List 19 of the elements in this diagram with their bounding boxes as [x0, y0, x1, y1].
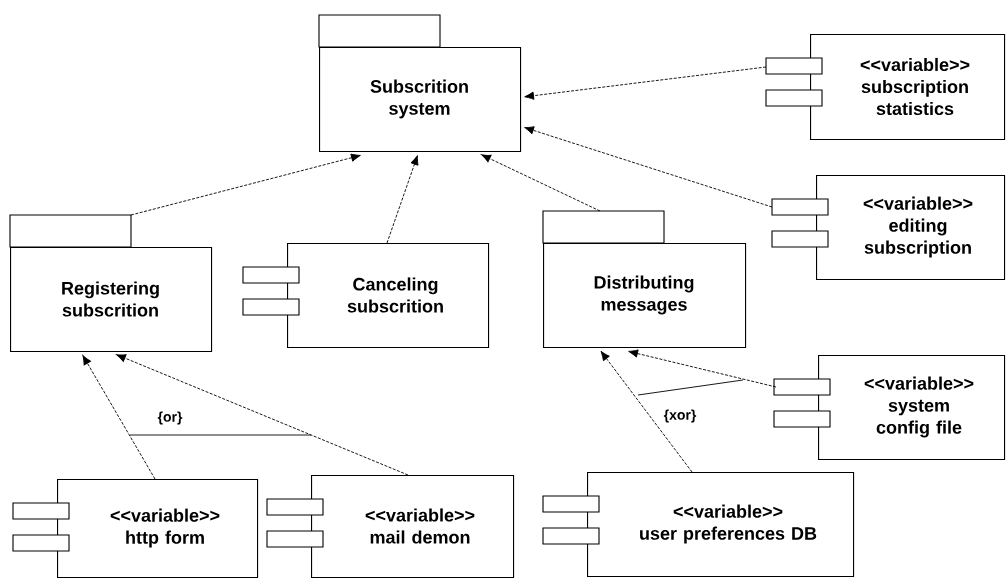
component-box: <<variable>> subscription statistics — [765, 34, 1006, 141]
component-box: <<variable>> editing subscription — [771, 175, 1006, 281]
component-box: <<variable>> user preferences DB — [542, 472, 855, 578]
arrow — [386, 155, 419, 244]
arrow — [600, 350, 693, 473]
arrow — [481, 154, 601, 212]
constraint-label: {xor} — [663, 409, 697, 423]
arrow — [116, 354, 409, 476]
component-box: Canceling subscrition — [242, 243, 490, 349]
component-box: <<variable>> http form — [12, 479, 259, 579]
arrow — [524, 66, 767, 100]
arrow — [130, 153, 361, 216]
component-box: <<variable>> system config file — [773, 355, 1006, 461]
package-box: Subscrition system — [318, 14, 522, 153]
package-box: Distributing messages — [542, 210, 747, 349]
package-box: Registering subscrition — [9, 214, 213, 353]
arrow — [82, 355, 156, 480]
component-box: <<variable>> mail demon — [266, 475, 515, 579]
constraint-label: {or} — [157, 411, 183, 425]
